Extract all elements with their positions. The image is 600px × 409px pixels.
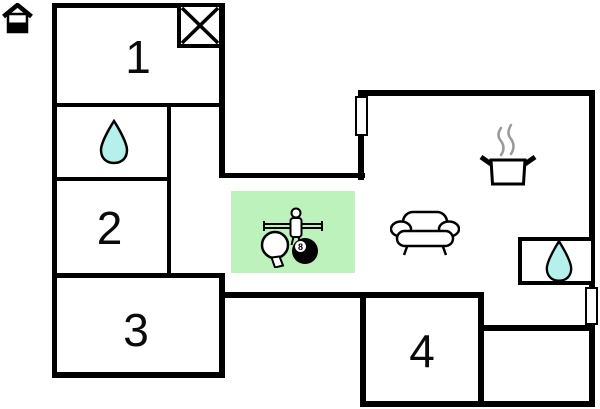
- water-drop-icon: [544, 239, 574, 283]
- wall: [52, 3, 57, 378]
- wall: [167, 180, 171, 275]
- wall: [360, 292, 366, 404]
- wall: [219, 173, 365, 178]
- water-drop-icon: [98, 119, 130, 165]
- wall: [52, 273, 225, 278]
- wall: [52, 177, 171, 181]
- door-window-icon: [585, 287, 598, 325]
- eight-ball-number: 8: [298, 242, 303, 252]
- room-4-label: 4: [409, 325, 435, 377]
- wall: [360, 90, 595, 96]
- house-icon: [2, 3, 33, 34]
- wall: [52, 103, 219, 107]
- wall: [478, 296, 484, 401]
- wall: [219, 273, 225, 378]
- wall: [52, 3, 224, 8]
- wall: [52, 372, 225, 378]
- games-icon: 8: [256, 206, 328, 268]
- room-1-label: 1: [125, 31, 151, 83]
- crossed-window-icon: [177, 3, 223, 48]
- door-window-icon: [355, 96, 368, 136]
- sofa-icon: [390, 210, 460, 258]
- wall: [478, 325, 595, 331]
- wall: [167, 103, 171, 180]
- wall: [360, 401, 595, 407]
- room-2-label: 2: [96, 202, 123, 254]
- cooking-pot-icon: [479, 120, 537, 190]
- wall: [219, 3, 225, 178]
- wall: [219, 292, 484, 298]
- room-3-label: 3: [123, 304, 149, 356]
